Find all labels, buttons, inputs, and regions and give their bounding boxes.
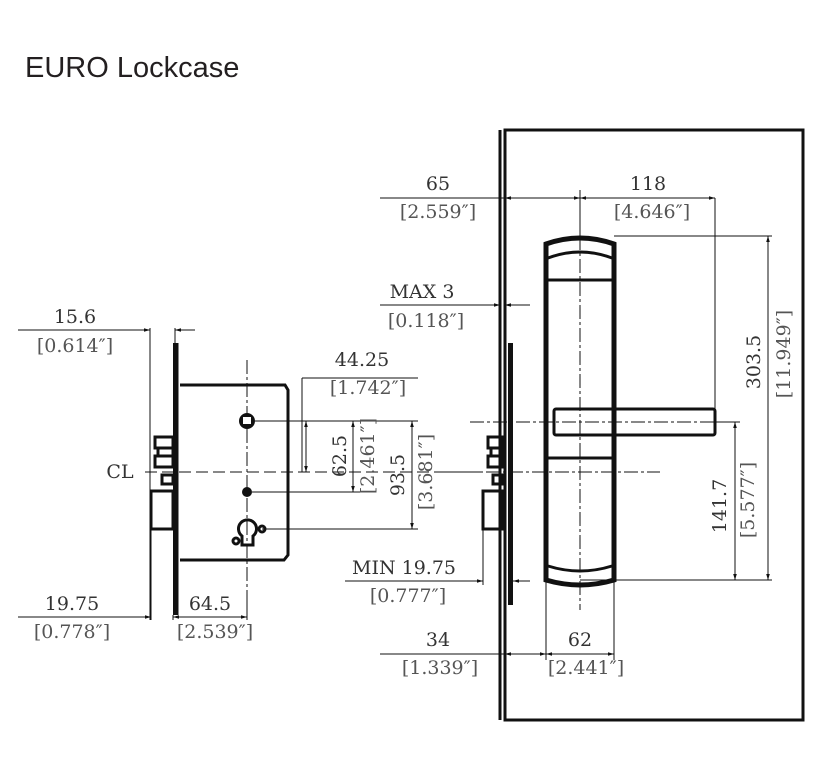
dim-backset: 64.5 (189, 593, 231, 615)
lockcase-view (18, 328, 480, 620)
dim-lever-length: 118 (630, 173, 666, 195)
dim-plate-thickness: 15.6 (54, 306, 96, 328)
dim-escutcheon-width-inch: [2.441″] (548, 657, 624, 679)
dim-total-height: 303.5 (743, 335, 765, 389)
dim-gap-inch: [0.118″] (388, 310, 464, 332)
dim-lever-length-inch: [4.646″] (614, 201, 690, 223)
latch-bolt (153, 435, 175, 450)
dim-spindle-offset: 44.25 (335, 349, 389, 371)
dim-lever-height: 141.7 (709, 479, 731, 533)
dim-escutcheon-width: 62 (568, 629, 592, 651)
dim-spindle-to-cl: 62.5 (329, 435, 351, 477)
dim-escutcheon-offset: 34 (426, 629, 450, 651)
dim-spindle-offset-inch: [1.742″] (330, 377, 406, 399)
deadbolt (149, 489, 175, 531)
dim-spindle-to-cl-inch: [2.461″] (357, 418, 379, 494)
dim-min-door-inch: [0.777″] (370, 585, 446, 607)
dim-total-height-inch: [11.949″] (773, 310, 795, 398)
door-faceplate (508, 343, 513, 605)
cylinder-hole (237, 518, 258, 547)
dim-spindle-to-cylinder-inch: [3.681″] (415, 434, 437, 510)
diagram-title: EURO Lockcase (25, 52, 240, 84)
handle-view (345, 128, 805, 722)
centerline-label: CL (106, 461, 134, 483)
dim-backset-offset-inch: [0.778″] (34, 621, 110, 643)
dim-handle-offset-inch: [2.559″] (400, 201, 476, 223)
dim-backset-inch: [2.539″] (177, 621, 253, 643)
dim-min-door: MIN 19.75 (352, 557, 456, 579)
dim-spindle-to-cylinder: 93.5 (387, 454, 409, 496)
dim-lever-height-inch: [5.577″] (737, 462, 759, 538)
dim-handle-offset: 65 (426, 173, 450, 195)
dim-gap: MAX 3 (390, 281, 455, 303)
screw-hole (242, 487, 252, 497)
dim-escutcheon-offset-inch: [1.339″] (402, 657, 478, 679)
dim-backset-offset: 19.75 (45, 593, 99, 615)
faceplate (173, 343, 178, 615)
door-outline (503, 128, 805, 722)
dim-plate-thickness-inch: [0.614″] (37, 335, 113, 357)
